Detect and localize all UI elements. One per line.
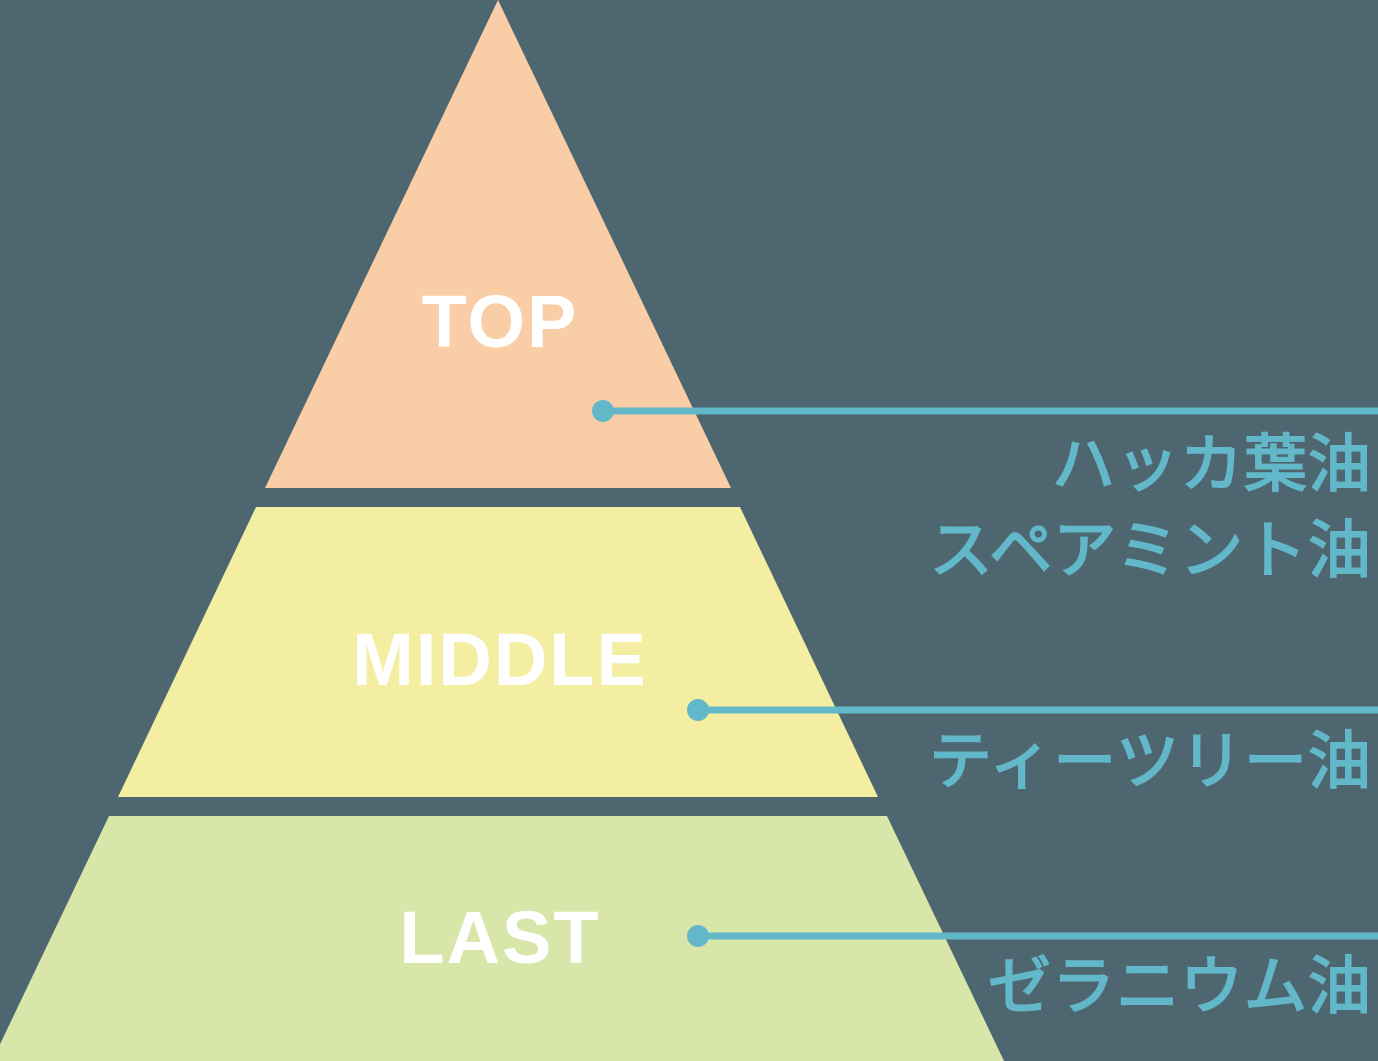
- note-label-last-line1: ゼラニウム油: [988, 950, 1372, 1023]
- layer-label-middle: MIDDLE: [352, 618, 648, 701]
- leader-dot-last: [687, 925, 709, 947]
- leader-top: [592, 400, 1378, 422]
- note-label-last: ゼラニウム油: [988, 944, 1372, 1030]
- leader-middle: [687, 699, 1378, 721]
- leader-dot-middle: [687, 699, 709, 721]
- pyramid-layer-last-shape: [0, 816, 1004, 1061]
- pyramid-layer-middle-shape: [118, 507, 878, 797]
- leader-dot-top: [592, 400, 614, 422]
- note-label-middle-line1: ティーツリー油: [929, 725, 1372, 798]
- note-label-top-line1: ハッカ葉油: [1052, 428, 1372, 501]
- note-label-middle: ティーツリー油: [929, 719, 1372, 805]
- pyramid-layer-top-shape: [265, 0, 731, 488]
- layer-label-last: LAST: [399, 896, 601, 979]
- note-label-top-line2: スペアミント油: [929, 514, 1372, 587]
- leader-last: [687, 925, 1378, 947]
- note-label-top: ハッカ葉油 スペアミント油: [930, 422, 1372, 594]
- layer-label-top: TOP: [421, 280, 579, 363]
